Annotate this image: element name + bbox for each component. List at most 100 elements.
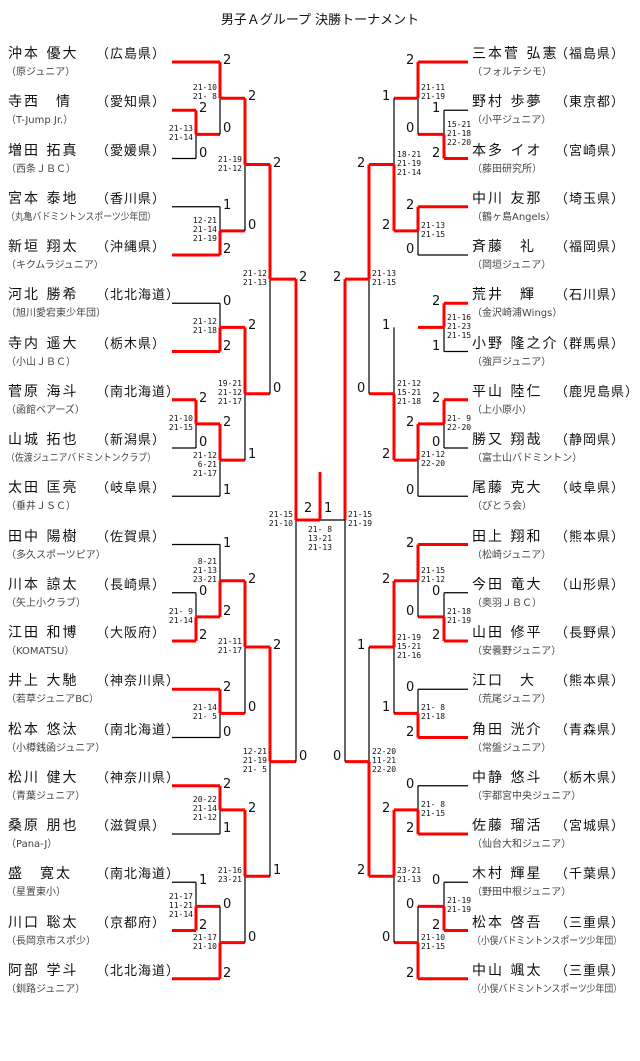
match-score: 2 — [432, 628, 441, 643]
player-prefecture: （新潟県） — [96, 433, 167, 448]
match-score: 1 — [382, 89, 391, 105]
match-score: 2 — [248, 800, 257, 816]
player-prefecture: （宮城県） — [555, 819, 626, 834]
player-club: （野田中根ジュニア） — [472, 887, 572, 899]
match-score: 2 — [199, 390, 208, 406]
player-club: （小平ジュニア） — [472, 115, 552, 127]
final-score-left: 2 — [304, 501, 313, 516]
player-name: 増田 拓真 — [8, 142, 79, 159]
match-score: 2 — [357, 155, 366, 171]
player-prefecture: （岐阜県） — [555, 481, 626, 497]
player-name: 井上 大馳 — [8, 673, 79, 690]
player-club: （矢上小クラブ） — [6, 597, 86, 609]
game-scores: 21-12 15-21 21-18 — [397, 379, 422, 407]
player-name: 斉藤 礼 — [472, 239, 536, 255]
player-name: 木村 輝星 — [472, 866, 543, 883]
match-score: 2 — [199, 628, 208, 643]
game-scores: 21-17 11-21 21-14 — [168, 891, 193, 919]
game-scores: 21-15 21-10 — [268, 510, 293, 529]
player-club: （仙台大和ジュニア） — [472, 839, 572, 850]
match-score: 0 — [406, 603, 415, 619]
player-prefecture: （岐阜県） — [96, 481, 167, 497]
match-score: 1 — [432, 338, 441, 354]
match-score: 2 — [382, 217, 391, 233]
player-prefecture: （千葉県） — [555, 867, 626, 883]
player-name: 荒井 輝 — [472, 287, 536, 304]
player-prefecture: （宮崎県） — [555, 143, 626, 159]
game-scores: 21- 8 21-18 — [421, 703, 446, 722]
player-name: 山田 修平 — [472, 625, 543, 641]
game-scores: 21-12 21-13 — [242, 269, 267, 288]
player-club: （釧路ジュニア） — [6, 983, 86, 995]
player-prefecture: （栃木県） — [555, 770, 626, 786]
game-scores: 21-13 21-14 — [168, 124, 193, 143]
player-prefecture: （愛媛県） — [96, 143, 167, 159]
match-score: 2 — [382, 571, 391, 587]
player-prefecture: （石川県） — [555, 288, 626, 304]
player-name: 角田 洸介 — [472, 721, 543, 738]
player-prefecture: （東京都） — [555, 95, 626, 111]
match-score: 2 — [406, 965, 415, 981]
player-prefecture: （南北海道） — [96, 722, 181, 738]
match-score: 2 — [406, 821, 415, 836]
player-prefecture: （広島県） — [96, 47, 167, 62]
match-score: 1 — [273, 863, 282, 879]
player-prefecture: （福岡県） — [555, 240, 626, 255]
player-name: 中山 颯太 — [472, 962, 543, 979]
player-name: 桑原 朋也 — [8, 818, 79, 834]
player-club: （小山ＪＢＣ） — [6, 356, 76, 368]
player-name: 阿部 学斗 — [8, 962, 79, 979]
match-score: 0 — [406, 680, 415, 696]
match-score: 2 — [223, 680, 232, 696]
match-score: 2 — [223, 603, 232, 619]
match-score: 2 — [223, 776, 232, 792]
page-title: 男子Ａグループ 決勝トーナメント — [220, 13, 420, 28]
match-score: 2 — [432, 145, 441, 161]
player-club: （上小原小） — [472, 404, 532, 416]
player-prefecture: （神奈川県） — [96, 674, 181, 690]
game-scores: 21-10 21-15 — [421, 932, 446, 951]
match-score: 2 — [432, 390, 441, 406]
player-name: 川本 諒太 — [8, 576, 79, 593]
player-name: 三本菅 弘憲 — [472, 46, 559, 62]
player-club: （鶴ヶ島Angels） — [472, 211, 556, 223]
player-club: （函館ベアーズ） — [6, 404, 85, 416]
player-name: 松川 健大 — [8, 769, 79, 786]
match-score: 0 — [299, 748, 308, 764]
player-club: （松崎ジュニア） — [472, 549, 552, 561]
player-name: 佐藤 瑠活 — [472, 818, 543, 834]
game-scores: 21-13 21-15 — [372, 269, 397, 288]
match-score: 0 — [406, 121, 415, 137]
match-score: 2 — [223, 414, 232, 430]
player-prefecture: （静岡県） — [555, 433, 626, 448]
player-prefecture: （愛知県） — [96, 95, 167, 111]
player-club: （常盤ジュニア） — [472, 742, 552, 754]
match-score: 0 — [223, 897, 232, 913]
player-club: （Pana-J） — [6, 839, 58, 850]
game-scores: 21-10 21-15 — [168, 413, 193, 432]
match-score: 1 — [382, 700, 391, 716]
game-scores: 19-21 21-12 21-17 — [217, 379, 242, 407]
player-club: （荒尾ジュニア） — [472, 694, 552, 706]
player-club: （西条ＪＢＣ） — [6, 163, 76, 175]
match-score: 0 — [223, 121, 232, 137]
game-scores: 21-12 22-20 — [421, 450, 446, 469]
player-club: （原ジュニア） — [6, 67, 76, 78]
game-scores: 21-15 21-19 — [348, 510, 373, 529]
match-score: 2 — [248, 318, 257, 334]
player-name: 勝又 翔哉 — [472, 432, 543, 448]
player-club: （奥羽ＪＢＣ） — [472, 597, 542, 609]
match-score: 2 — [406, 414, 415, 430]
game-scores: 23-21 21-13 — [397, 866, 422, 885]
match-score: 0 — [406, 897, 415, 913]
player-name: 江口 大 — [472, 673, 536, 690]
final-score-right: 1 — [324, 501, 333, 516]
game-scores: 12-21 21-14 21-19 — [192, 216, 217, 244]
player-club: （金沢崎浦Wings） — [472, 308, 563, 320]
match-score: 2 — [432, 917, 441, 933]
match-score: 2 — [432, 294, 441, 310]
game-scores: 21-19 21-12 — [217, 154, 242, 173]
match-score: 2 — [223, 965, 232, 981]
match-score: 0 — [248, 700, 257, 716]
match-score: 2 — [406, 535, 415, 551]
